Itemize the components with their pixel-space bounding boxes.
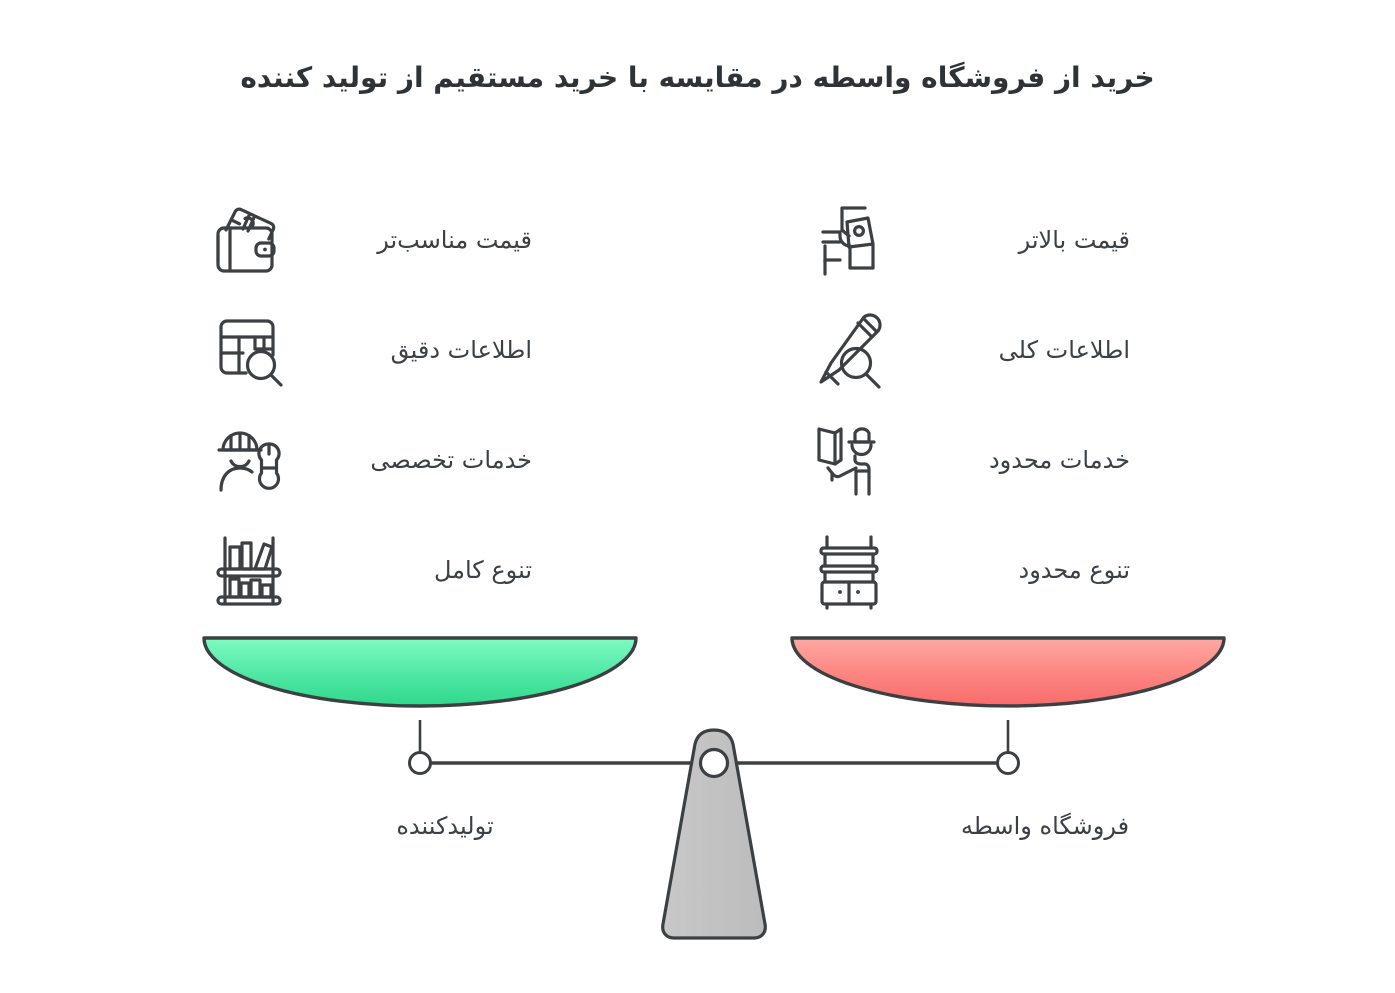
right-pivot-joint	[996, 751, 1020, 775]
page-title: خرید از فروشگاه واسطه در مقایسه با خرید …	[240, 61, 1155, 94]
left-pan-green	[202, 636, 638, 708]
doorman-icon	[806, 411, 898, 511]
right-feature-column: قیمت بالاتر اطلاعات کلی	[806, 186, 1136, 626]
left-pivot-joint	[408, 751, 432, 775]
table-search-icon	[206, 301, 298, 401]
feature-label: اطلاعات کلی	[998, 336, 1130, 365]
feature-row: قیمت بالاتر	[806, 186, 1136, 296]
hand-price-tag-icon	[806, 191, 898, 291]
left-feature-column: قیمت مناسب‌تر اطلاعات دقیق	[206, 186, 536, 626]
balance-scale	[0, 620, 1395, 960]
worker-wrench-icon	[206, 411, 298, 511]
full-bookshelf-icon	[206, 521, 298, 621]
wallet-cash-icon	[206, 191, 298, 291]
feature-label: تنوع محدود	[1018, 556, 1131, 585]
feature-label: تنوع کامل	[433, 556, 532, 585]
feature-label: خدمات تخصصی	[370, 446, 532, 475]
right-pan-red	[790, 636, 1226, 708]
left-pan-caption: تولیدکننده	[396, 812, 494, 840]
feature-label: قیمت مناسب‌تر	[377, 226, 532, 255]
feature-label: قیمت بالاتر	[1018, 226, 1130, 255]
feature-row: تنوع محدود	[806, 516, 1136, 626]
feature-row: اطلاعات دقیق	[206, 296, 536, 406]
feature-row: تنوع کامل	[206, 516, 536, 626]
right-pan-caption: فروشگاه واسطه	[960, 812, 1130, 840]
feature-row: خدمات محدود	[806, 406, 1136, 516]
empty-shelf-cabinet-icon	[806, 521, 898, 621]
feature-row: خدمات تخصصی	[206, 406, 536, 516]
pencil-search-icon	[806, 301, 898, 401]
feature-label: خدمات محدود	[988, 446, 1130, 475]
feature-label: اطلاعات دقیق	[390, 336, 532, 365]
feature-row: اطلاعات کلی	[806, 296, 1136, 406]
feature-row: قیمت مناسب‌تر	[206, 186, 536, 296]
fulcrum	[661, 728, 767, 940]
